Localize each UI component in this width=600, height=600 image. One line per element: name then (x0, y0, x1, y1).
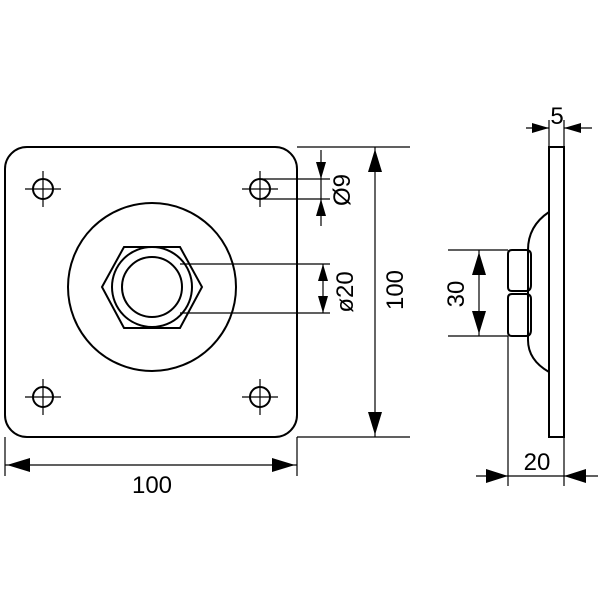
dimension-plate-height: 100 (297, 146, 410, 438)
dimension-hole-diameter: Ø9 (262, 150, 356, 226)
boss-flange (67, 202, 237, 372)
mounting-hole-top-left (25, 171, 61, 207)
bore (121, 256, 183, 318)
dimension-plate-thickness: 5 (526, 103, 592, 147)
side-view (507, 146, 565, 438)
plate-width-label: 100 (132, 472, 172, 499)
nut-chamfer-circle (111, 246, 193, 328)
boss-profile (527, 211, 550, 373)
hex-nut (100, 246, 204, 329)
dimension-nut-height: 30 (443, 249, 508, 337)
dimension-total-depth: 20 (476, 336, 598, 486)
nut-height-label: 30 (443, 281, 470, 308)
plate-edge (548, 146, 565, 438)
hole-diameter-label: Ø9 (329, 174, 356, 206)
mounting-hole-top-right (242, 171, 278, 207)
bore-diameter-label: ø20 (332, 271, 359, 312)
mounting-hole-bottom-right (242, 379, 278, 415)
plate-height-label: 100 (382, 270, 409, 310)
dimension-bore-diameter: ø20 (180, 263, 359, 314)
nut-profile-lower (507, 293, 532, 337)
nut-profile-upper (507, 249, 532, 292)
front-view (4, 146, 298, 438)
total-depth-label: 20 (524, 449, 551, 476)
plate-thickness-label: 5 (550, 103, 563, 130)
mounting-hole-bottom-left (25, 379, 61, 415)
mounting-plate (4, 146, 298, 438)
dimension-plate-width: 100 (4, 437, 298, 499)
